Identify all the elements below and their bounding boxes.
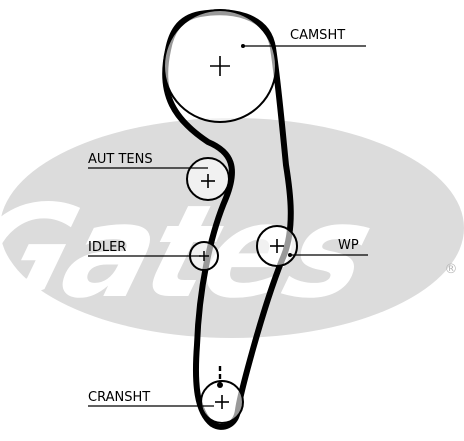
gates-logo-watermark: Gates ® — [0, 118, 464, 338]
registered-mark: ® — [445, 262, 458, 277]
camshaft-pulley — [163, 9, 277, 123]
auto-tensioner-pulley — [186, 157, 230, 201]
camshaft-label: CAMSHT — [290, 28, 345, 43]
water-pump-pulley — [256, 225, 298, 267]
auto-tensioner-label: AUT TENS — [88, 152, 153, 167]
water-pump-label: WP — [338, 238, 359, 253]
logo-ellipse — [0, 118, 464, 338]
idler-label: IDLER — [88, 240, 126, 255]
crankshaft-label: CRANSHT — [88, 390, 150, 405]
crankshaft-pulley — [200, 366, 244, 424]
